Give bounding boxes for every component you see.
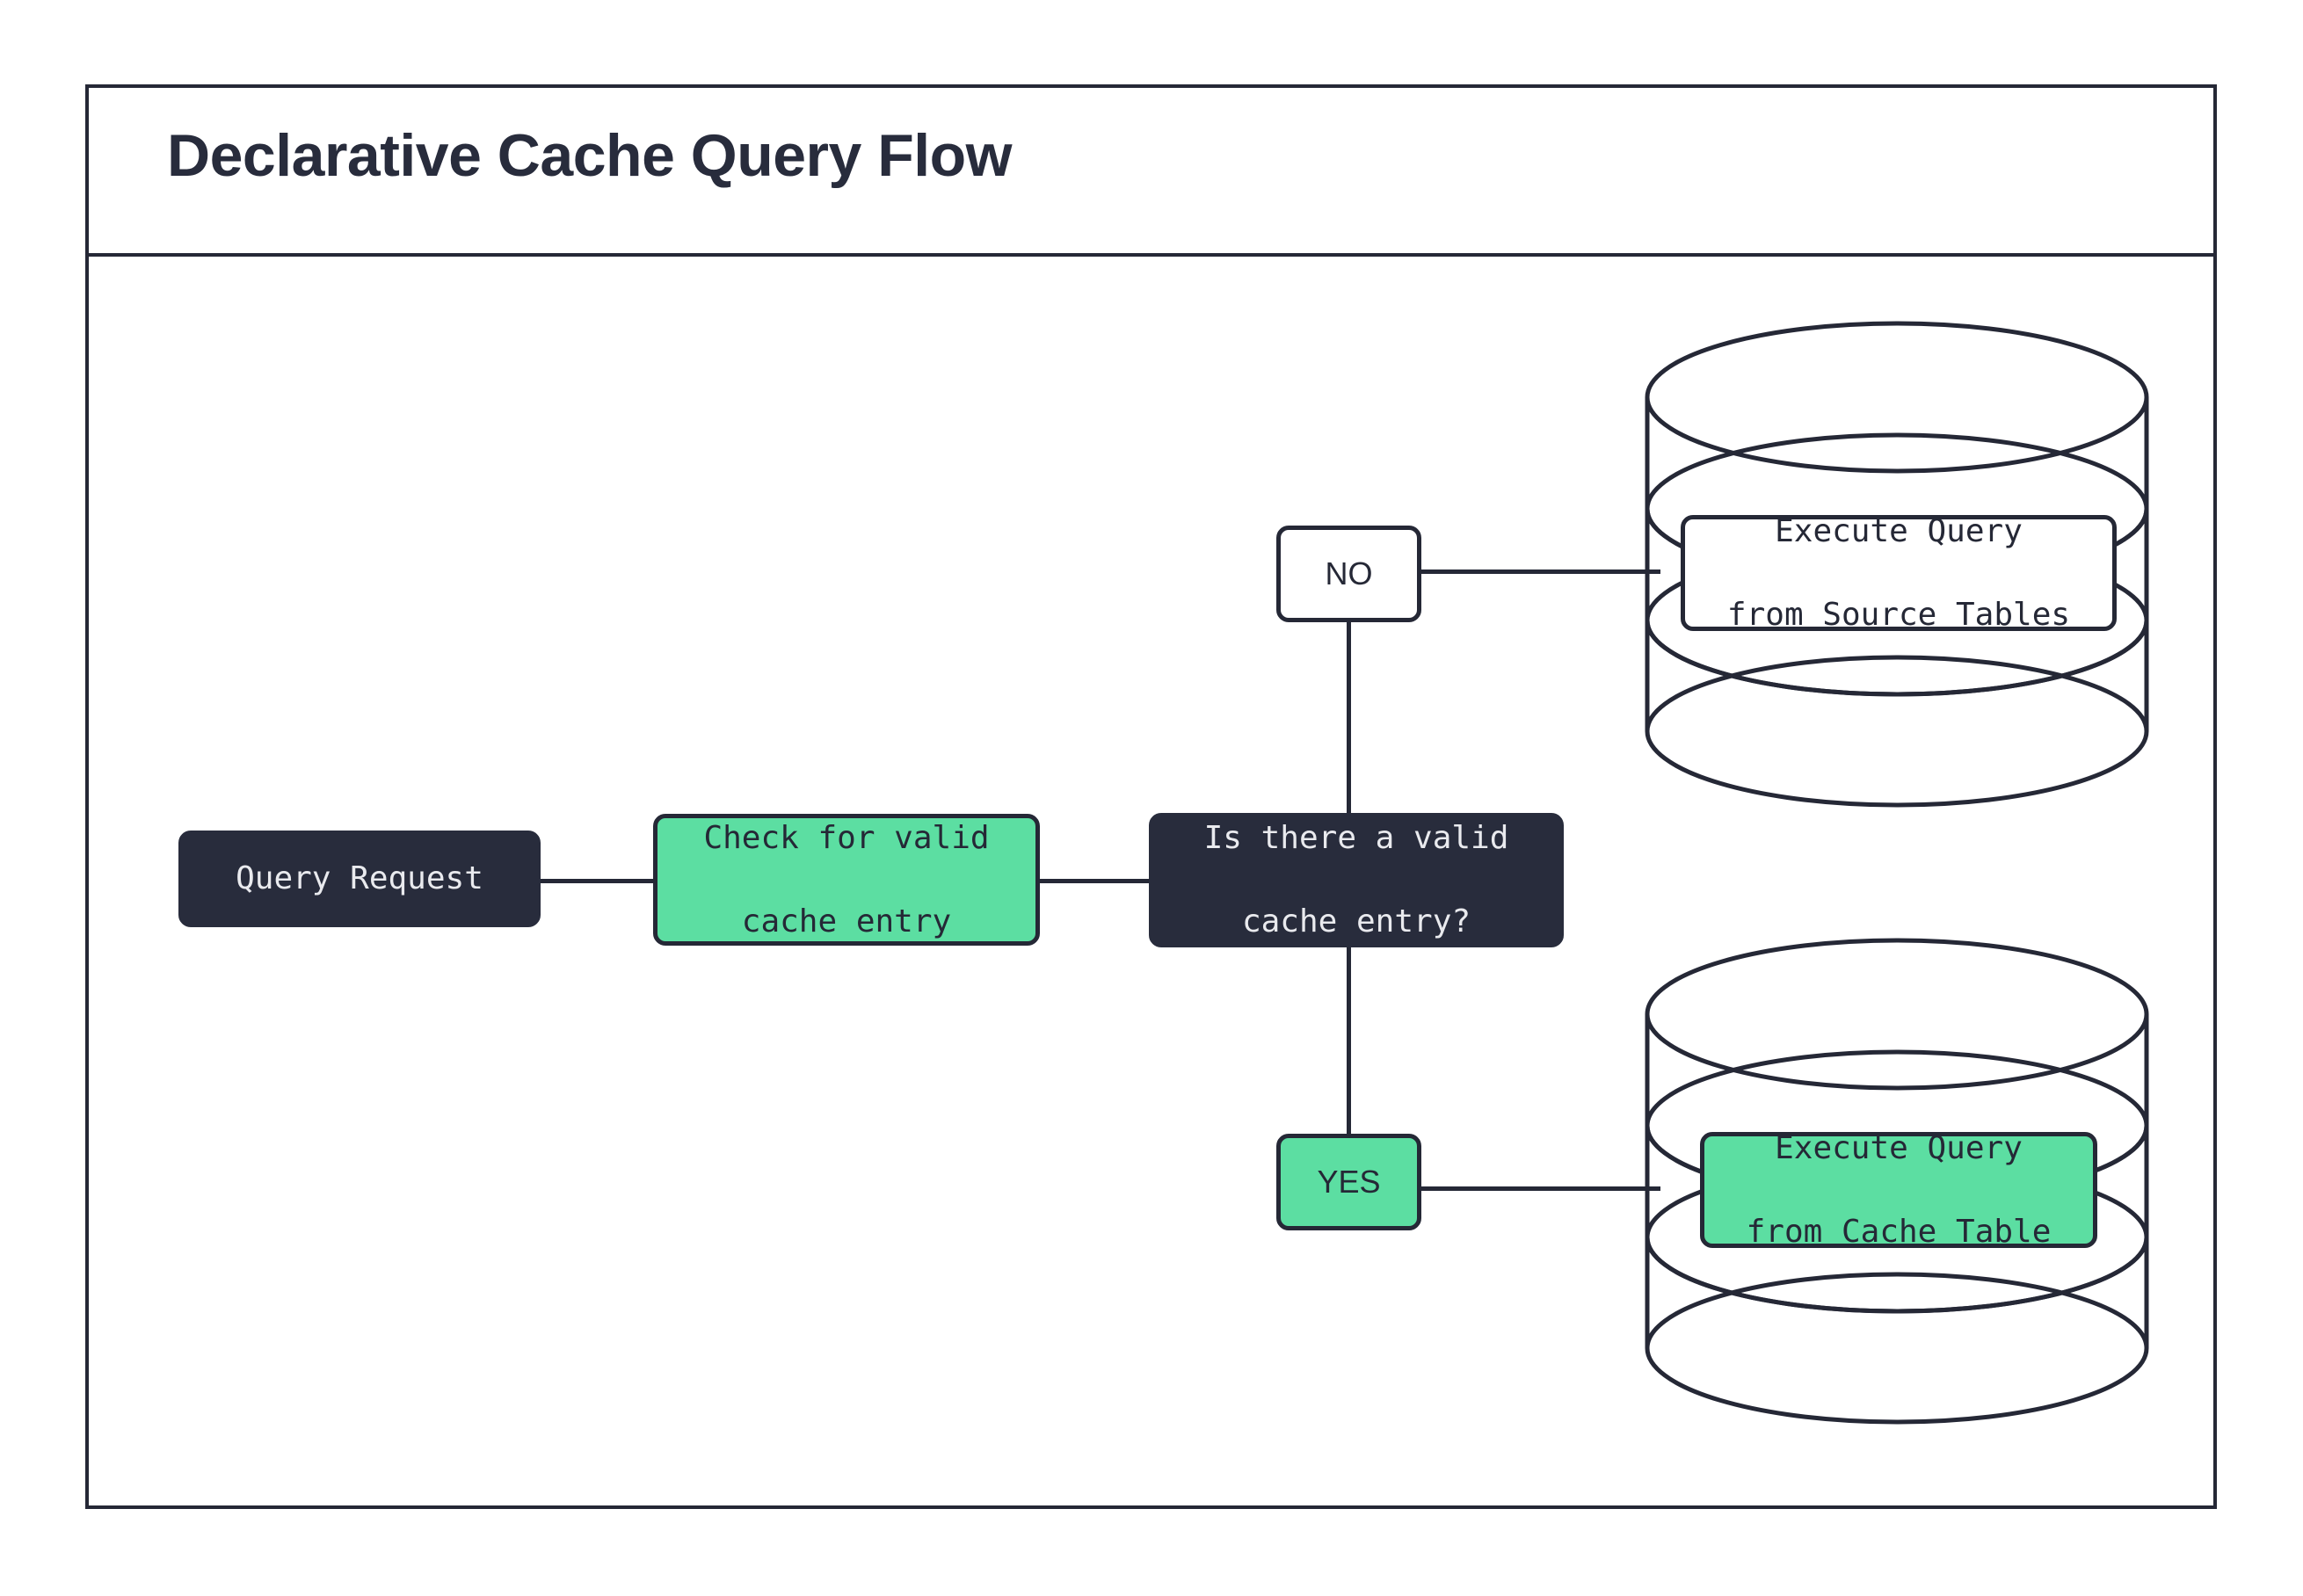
node-query-request[interactable]: Query Request: [178, 831, 541, 927]
node-check-cache-label-line2: cache entry: [741, 903, 952, 939]
edge-decision-to-yes: [1347, 946, 1351, 1137]
edge-no-to-source-db: [1419, 569, 1660, 574]
page-title: Declarative Cache Query Flow: [167, 122, 1013, 189]
edge-decision-to-no: [1347, 620, 1351, 815]
title-divider: [85, 253, 2217, 257]
edge-label-no[interactable]: NO: [1276, 526, 1421, 622]
node-exec-source-label-line1: Execute Query: [1775, 512, 2023, 549]
edge-check-cache-to-decision: [1037, 879, 1152, 883]
edge-label-yes-text: YES: [1317, 1164, 1381, 1201]
node-exec-cache-label-line2: from Cache Table: [1746, 1213, 2052, 1250]
node-exec-cache-label-line1: Execute Query: [1775, 1129, 2023, 1166]
edge-label-no-text: NO: [1325, 555, 1373, 592]
database-cylinder-cache-table: [1645, 938, 2149, 1425]
node-execute-query-from-cache-table[interactable]: Execute Query from Cache Table: [1700, 1130, 2097, 1250]
edge-query-request-to-check-cache: [538, 879, 657, 883]
edge-yes-to-cache-db: [1419, 1186, 1660, 1191]
node-check-for-valid-cache-entry[interactable]: Check for valid cache entry: [653, 814, 1040, 946]
node-query-request-label: Query Request: [236, 860, 483, 897]
node-execute-query-from-source-tables[interactable]: Execute Query from Source Tables: [1681, 513, 2117, 633]
node-decision-label-line2: cache entry?: [1241, 903, 1471, 940]
node-check-cache-label-line1: Check for valid: [703, 819, 990, 856]
edge-label-yes[interactable]: YES: [1276, 1134, 1421, 1230]
node-decision-valid-cache-entry[interactable]: Is there a valid cache entry?: [1149, 813, 1564, 947]
diagram-frame: [85, 84, 2217, 1509]
node-decision-label-line1: Is there a valid: [1203, 820, 1509, 857]
node-exec-source-label-line2: from Source Tables: [1726, 596, 2071, 633]
